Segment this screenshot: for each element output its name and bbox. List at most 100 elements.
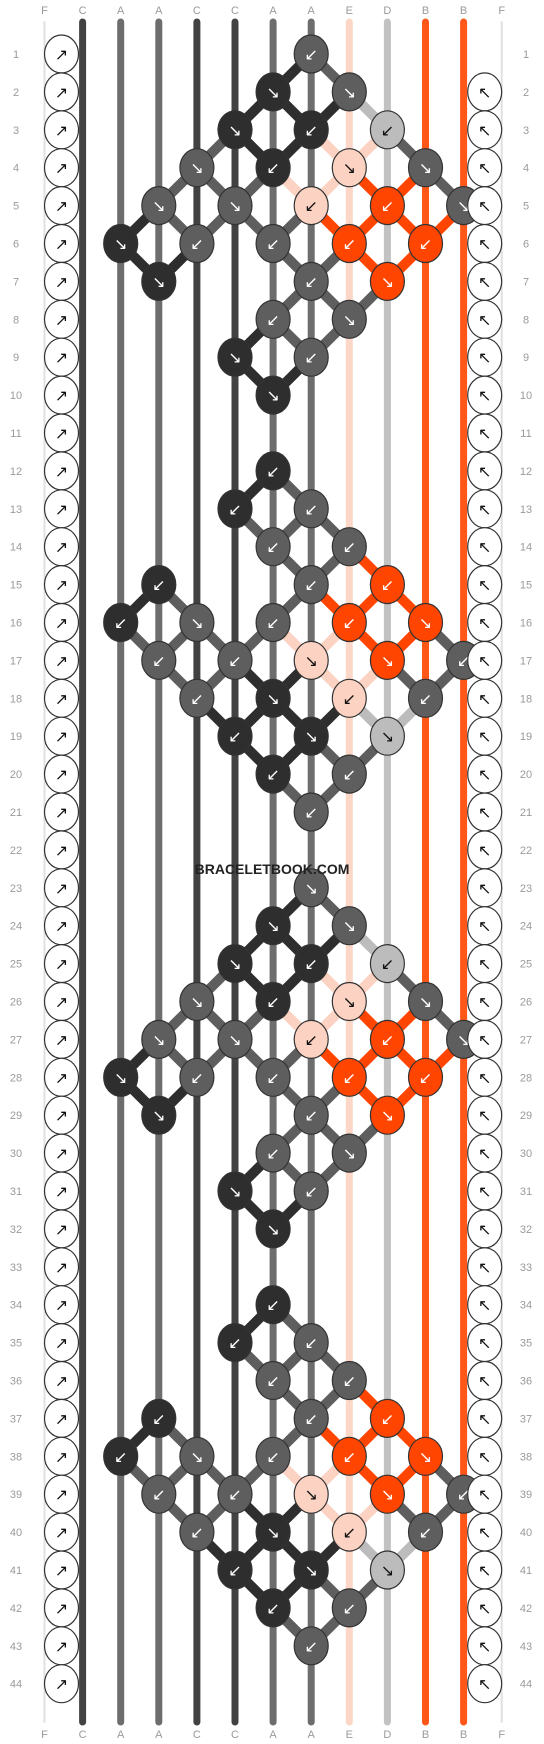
knot[interactable]: ↙ (179, 223, 215, 264)
knot[interactable]: ↙ (255, 299, 291, 339)
knot[interactable]: ↗ (43, 1550, 80, 1590)
knot[interactable]: ↘ (217, 1019, 253, 1060)
knot[interactable]: ↘ (331, 906, 367, 946)
knot[interactable]: ↙ (331, 602, 367, 643)
knot[interactable]: ↙ (293, 1626, 329, 1666)
knot[interactable]: ↗ (43, 754, 80, 794)
knot[interactable]: ↗ (43, 602, 80, 643)
knot[interactable]: ↗ (43, 1474, 80, 1514)
knot[interactable]: ↘ (103, 223, 139, 264)
knot[interactable]: ↖ (467, 1398, 503, 1439)
knot[interactable]: ↘ (293, 716, 329, 756)
knot[interactable]: ↘ (179, 602, 215, 643)
knot[interactable]: ↙ (331, 527, 367, 567)
knot[interactable]: ↙ (331, 223, 367, 264)
knot[interactable]: ↘ (179, 981, 215, 1022)
knot[interactable]: ↖ (467, 1019, 503, 1060)
knot[interactable]: ↙ (255, 527, 291, 567)
knot[interactable]: ↘ (331, 72, 367, 112)
knot[interactable]: ↙ (255, 1285, 291, 1325)
knot[interactable]: ↗ (43, 1057, 80, 1097)
knot[interactable]: ↗ (43, 1019, 80, 1060)
knot[interactable]: ↘ (331, 148, 367, 188)
knot[interactable]: ↙ (293, 792, 329, 832)
knot[interactable]: ↙ (331, 754, 367, 794)
knot[interactable]: ↙ (255, 981, 291, 1022)
knot[interactable]: ↗ (43, 1588, 80, 1628)
knot[interactable]: ↙ (217, 1322, 253, 1363)
knot[interactable]: ↗ (43, 792, 80, 832)
knot[interactable]: ↙ (255, 1057, 291, 1097)
knot[interactable]: ↖ (467, 1322, 503, 1363)
knot[interactable]: ↙ (255, 1436, 291, 1476)
knot[interactable]: ↗ (43, 830, 80, 870)
knot[interactable]: ↖ (467, 1171, 503, 1211)
knot[interactable]: ↙ (293, 34, 329, 74)
knot[interactable]: ↗ (43, 1095, 80, 1135)
knot[interactable]: ↖ (467, 678, 503, 718)
knot[interactable]: ↗ (43, 299, 80, 339)
knot[interactable]: ↗ (43, 489, 80, 529)
knot[interactable]: ↖ (467, 906, 503, 946)
knot[interactable]: ↗ (43, 1171, 80, 1211)
knot[interactable]: ↙ (331, 1588, 367, 1628)
knot[interactable]: ↖ (467, 72, 503, 112)
knot[interactable]: ↘ (141, 1095, 177, 1135)
knot[interactable]: ↙ (293, 943, 329, 984)
knot[interactable]: ↖ (467, 1512, 503, 1552)
knot[interactable]: ↘ (103, 1057, 139, 1097)
knot[interactable]: ↘ (369, 261, 405, 301)
knot[interactable]: ↙ (293, 337, 329, 377)
knot[interactable]: ↘ (369, 640, 405, 681)
knot[interactable]: ↘ (407, 1436, 444, 1476)
knot[interactable]: ↙ (407, 1512, 444, 1552)
knot[interactable]: ↖ (467, 1626, 503, 1666)
knot[interactable]: ↗ (43, 564, 80, 605)
knot[interactable]: ↘ (331, 981, 367, 1022)
knot[interactable]: ↗ (43, 1322, 80, 1363)
knot[interactable]: ↙ (369, 943, 405, 984)
knot[interactable]: ↘ (255, 375, 291, 415)
knot[interactable]: ↖ (467, 1247, 503, 1287)
knot[interactable]: ↗ (43, 223, 80, 264)
knot[interactable]: ↘ (179, 1436, 215, 1476)
knot[interactable]: ↗ (43, 186, 80, 226)
knot[interactable]: ↘ (407, 148, 444, 188)
knot[interactable]: ↘ (141, 186, 177, 226)
knot[interactable]: ↙ (331, 1057, 367, 1097)
knot[interactable]: ↘ (293, 868, 329, 908)
knot[interactable]: ↘ (293, 1550, 329, 1590)
knot[interactable]: ↗ (43, 868, 80, 908)
knot[interactable]: ↘ (217, 1171, 253, 1211)
knot[interactable]: ↘ (141, 261, 177, 301)
knot[interactable]: ↖ (467, 1436, 503, 1476)
knot[interactable]: ↖ (467, 223, 503, 264)
knot[interactable]: ↘ (331, 1133, 367, 1173)
knot[interactable]: ↙ (331, 1436, 367, 1476)
knot[interactable]: ↗ (43, 1626, 80, 1666)
knot[interactable]: ↖ (467, 1360, 503, 1401)
knot[interactable]: ↖ (467, 981, 503, 1022)
knot[interactable]: ↙ (293, 110, 329, 150)
knot[interactable]: ↖ (467, 110, 503, 150)
knot[interactable]: ↖ (467, 792, 503, 832)
knot[interactable]: ↗ (43, 1398, 80, 1439)
knot[interactable]: ↗ (43, 451, 80, 491)
knot[interactable]: ↗ (43, 1436, 80, 1476)
knot[interactable]: ↖ (467, 754, 503, 794)
knot[interactable]: ↘ (255, 72, 291, 112)
knot[interactable]: ↘ (217, 110, 253, 150)
knot[interactable]: ↙ (293, 261, 329, 301)
knot[interactable]: ↘ (217, 943, 253, 984)
knot[interactable]: ↙ (293, 1019, 329, 1060)
knot[interactable]: ↗ (43, 1247, 80, 1287)
knot[interactable]: ↗ (43, 1360, 80, 1401)
knot[interactable]: ↙ (407, 223, 444, 264)
knot[interactable]: ↗ (43, 261, 80, 301)
knot[interactable]: ↗ (43, 678, 80, 718)
knot[interactable]: ↘ (255, 678, 291, 718)
knot[interactable]: ↖ (467, 413, 503, 453)
knot[interactable]: ↙ (331, 678, 367, 718)
knot[interactable]: ↖ (467, 261, 503, 301)
knot[interactable]: ↖ (467, 868, 503, 908)
